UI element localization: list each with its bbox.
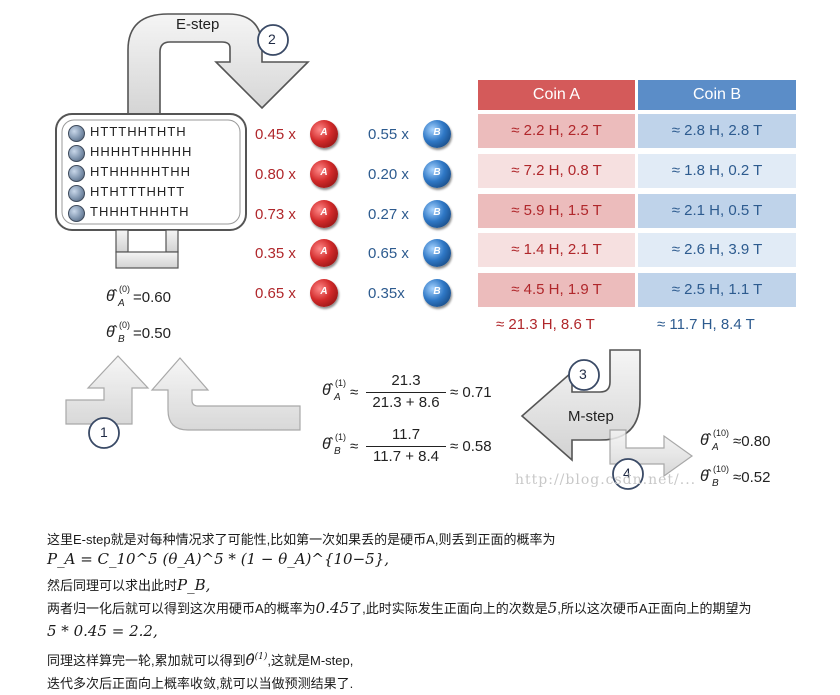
table-cell-b: ≈ 2.1 H, 0.5 T	[638, 194, 796, 228]
table-header-coin-a: Coin A	[478, 80, 635, 110]
coin-b-icon: B	[423, 120, 451, 148]
sequence-4: HTHTTTHHTT	[90, 184, 186, 199]
coin-a-icon: A	[310, 200, 338, 228]
sequence-badge-icon	[68, 145, 85, 162]
sequence-2: HHHHTHHHHH	[90, 144, 193, 159]
coin-a-icon: A	[310, 120, 338, 148]
coin-b-icon: B	[423, 200, 451, 228]
step-number-3: 3	[579, 366, 587, 382]
prob-a: 0.65 x	[255, 285, 296, 302]
estep-arrow	[127, 13, 310, 123]
arrow-1	[150, 357, 301, 431]
table-cell-b: ≈ 2.6 H, 3.9 T	[638, 233, 796, 267]
step-circle-3	[568, 359, 600, 391]
prob-a: 0.45 x	[255, 126, 296, 143]
step-number-2: 2	[268, 31, 276, 47]
prob-b: 0.27 x	[368, 206, 409, 223]
coin-a-icon: A	[310, 160, 338, 188]
step-number-1: 1	[100, 424, 108, 440]
text-line-4: 两者归一化后就可以得到这次用硬币A的概率为0.45了,此时实际发生正面向上的次数…	[47, 599, 752, 617]
em-diagram: 2 3 1 4 E-step M-step HTTTHHTHTH HHHHTHH…	[55, 13, 796, 490]
text-line-1: 这里E-step就是对每种情况求了可能性,比如第一次如果丢的是硬币A,则丢到正面…	[47, 532, 556, 547]
prob-b: 0.20 x	[368, 166, 409, 183]
table-cell-b: ≈ 2.8 H, 2.8 T	[638, 114, 796, 148]
formula-pa: P_A = C_10^5 (θ_A)^5 * (1 − θ_A)^{10−5},	[47, 550, 390, 568]
table-cell-b: ≈ 2.5 H, 1.1 T	[638, 273, 796, 307]
total-coin-b: ≈ 11.7 H, 8.4 T	[657, 316, 755, 333]
table-cell-b: ≈ 1.8 H, 0.2 T	[638, 154, 796, 188]
prob-a: 0.35 x	[255, 245, 296, 262]
coin-a-icon: A	[310, 279, 338, 307]
sequence-badge-icon	[68, 125, 85, 142]
coin-b-icon: B	[423, 239, 451, 267]
sequence-badge-icon	[68, 165, 85, 182]
table-cell-a: ≈ 5.9 H, 1.5 T	[478, 194, 635, 228]
total-coin-a: ≈ 21.3 H, 8.6 T	[496, 316, 595, 333]
sequence-box	[55, 113, 247, 231]
prob-a: 0.73 x	[255, 206, 296, 223]
step-circle-4	[612, 458, 644, 490]
watermark: http://blog.csdn.net/...	[515, 472, 697, 488]
arrow-1b	[65, 355, 150, 425]
sequence-badge-icon	[68, 205, 85, 222]
sequence-5: THHHTHHHTH	[90, 204, 190, 219]
prob-b: 0.55 x	[368, 126, 409, 143]
table-cell-a: ≈ 4.5 H, 1.9 T	[478, 273, 635, 307]
step-circle-2	[257, 24, 289, 56]
step-number-4: 4	[623, 465, 631, 481]
estep-label: E-step	[176, 16, 220, 33]
table-cell-a: ≈ 2.2 H, 2.2 T	[478, 114, 635, 148]
sequence-badge-icon	[68, 185, 85, 202]
text-line-3: 然后同理可以求出此时P_B,	[47, 576, 211, 594]
coin-b-icon: B	[423, 160, 451, 188]
prob-b: 0.35x	[368, 285, 405, 302]
sequence-3: HTHHHHHTHH	[90, 164, 191, 179]
coin-a-icon: A	[310, 239, 338, 267]
table-cell-a: ≈ 7.2 H, 0.8 T	[478, 154, 635, 188]
sequence-1: HTTTHHTHTH	[90, 124, 187, 139]
table-cell-a: ≈ 1.4 H, 2.1 T	[478, 233, 635, 267]
coin-b-icon: B	[423, 279, 451, 307]
mstep-label: M-step	[568, 408, 614, 425]
arrow-layer	[55, 13, 694, 490]
arrow-4	[609, 429, 694, 478]
formula-expectation: 5 * 0.45 = 2.2,	[47, 622, 158, 640]
prob-b: 0.65 x	[368, 245, 409, 262]
step-circle-1	[88, 417, 120, 449]
prob-a: 0.80 x	[255, 166, 296, 183]
text-line-6: 同理这样算完一轮,累加就可以得到θ̂(1),这就是M-step,	[47, 651, 354, 669]
text-line-7: 迭代多次后正面向上概率收敛,就可以当做预测结果了.	[47, 676, 354, 691]
table-header-coin-b: Coin B	[638, 80, 796, 110]
